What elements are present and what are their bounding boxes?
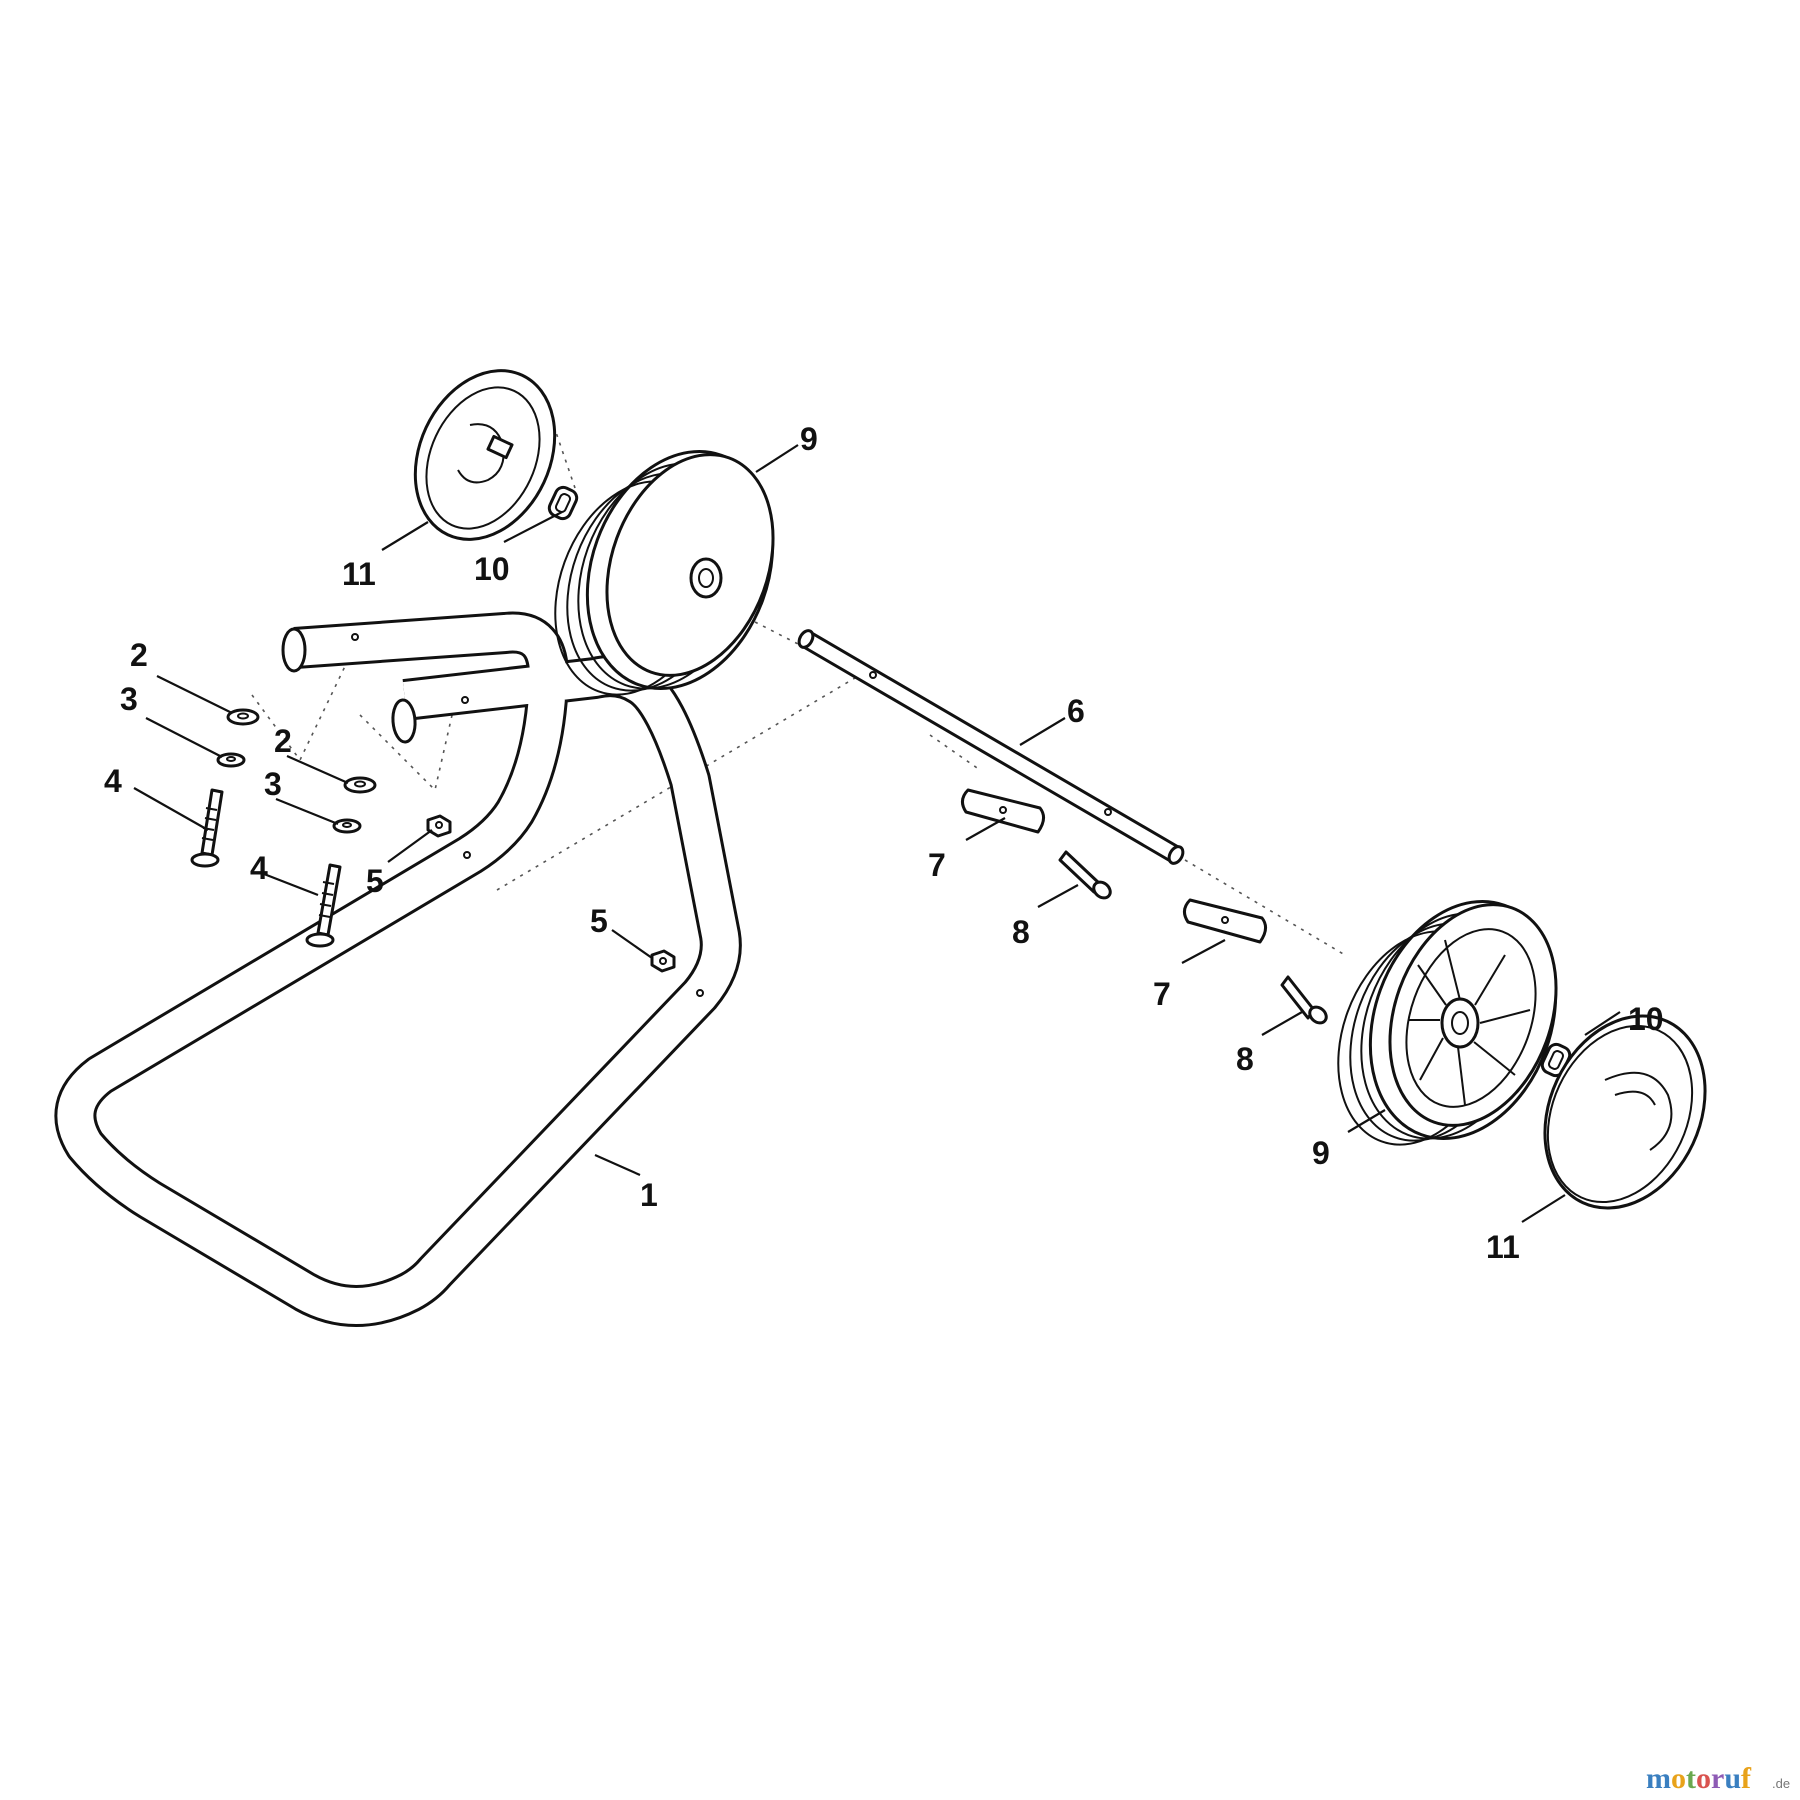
watermark-letter: r xyxy=(1711,1762,1724,1795)
watermark-letter: o xyxy=(1696,1762,1711,1795)
washer-2-left xyxy=(226,708,260,726)
callout-7-left: 7 xyxy=(928,847,946,883)
bolt-4-left xyxy=(190,788,224,868)
watermark-suffix: .de xyxy=(1772,1776,1790,1791)
retaining-clip-10-upper xyxy=(547,485,579,521)
callout-4-right: 4 xyxy=(250,850,268,886)
callout-1-frame: 1 xyxy=(640,1177,658,1213)
clamp-screw-8-right xyxy=(1280,975,1328,1025)
nut-5-upper xyxy=(426,814,452,838)
callout-8-left: 8 xyxy=(1012,914,1030,950)
watermark-letter: m xyxy=(1646,1762,1671,1795)
callout-2-right: 2 xyxy=(274,723,292,759)
watermark-letter: o xyxy=(1671,1762,1686,1795)
motoruf-watermark: motoruf .de xyxy=(1646,1762,1790,1795)
callout-5-lower: 5 xyxy=(590,903,608,939)
watermark-letter: f xyxy=(1741,1762,1752,1795)
wheel-spokes xyxy=(1408,939,1531,1106)
frame-tube xyxy=(54,611,742,1327)
hub-cap-11-lower xyxy=(1543,1014,1707,1210)
callout-6-axle: 6 xyxy=(1067,693,1085,729)
watermark-letter: u xyxy=(1724,1762,1741,1795)
callout-8-right: 8 xyxy=(1236,1041,1254,1077)
hub-cap-11-upper xyxy=(413,369,557,541)
callout-3-right: 3 xyxy=(264,766,282,802)
callout-11-lower: 11 xyxy=(1486,1229,1520,1265)
callout-11-upper: 11 xyxy=(342,556,376,592)
callout-3-left: 3 xyxy=(120,681,138,717)
washer-2-right xyxy=(343,776,377,794)
callout-9-upper: 9 xyxy=(800,421,818,457)
washer-3-right xyxy=(332,818,362,834)
callout-10-upper: 10 xyxy=(474,551,510,587)
wheel-9-upper xyxy=(554,449,775,696)
wheel-9-lower xyxy=(1337,899,1558,1146)
svg-text:motoruf: motoruf xyxy=(1646,1762,1752,1795)
callout-labels: 1 2 3 4 2 3 4 5 5 6 7 7 8 8 9 9 10 10 11… xyxy=(104,421,1664,1265)
clamp-screw-8-left xyxy=(1058,850,1112,900)
bolt-4-right xyxy=(305,863,342,948)
callout-4-left: 4 xyxy=(104,763,122,799)
callout-2-left: 2 xyxy=(130,637,148,673)
callout-9-lower: 9 xyxy=(1312,1135,1330,1171)
axle-clamp-7-left xyxy=(961,788,1045,834)
watermark-letter: t xyxy=(1686,1762,1696,1795)
axle-clamp-7-right xyxy=(1183,898,1267,944)
axle-6 xyxy=(797,629,1185,865)
callout-5-upper: 5 xyxy=(366,863,384,899)
callout-10-lower: 10 xyxy=(1628,1001,1664,1037)
nut-5-lower xyxy=(650,949,676,973)
leader-lines xyxy=(133,444,1621,1223)
callout-7-right: 7 xyxy=(1153,976,1171,1012)
washer-3-left xyxy=(216,752,246,768)
